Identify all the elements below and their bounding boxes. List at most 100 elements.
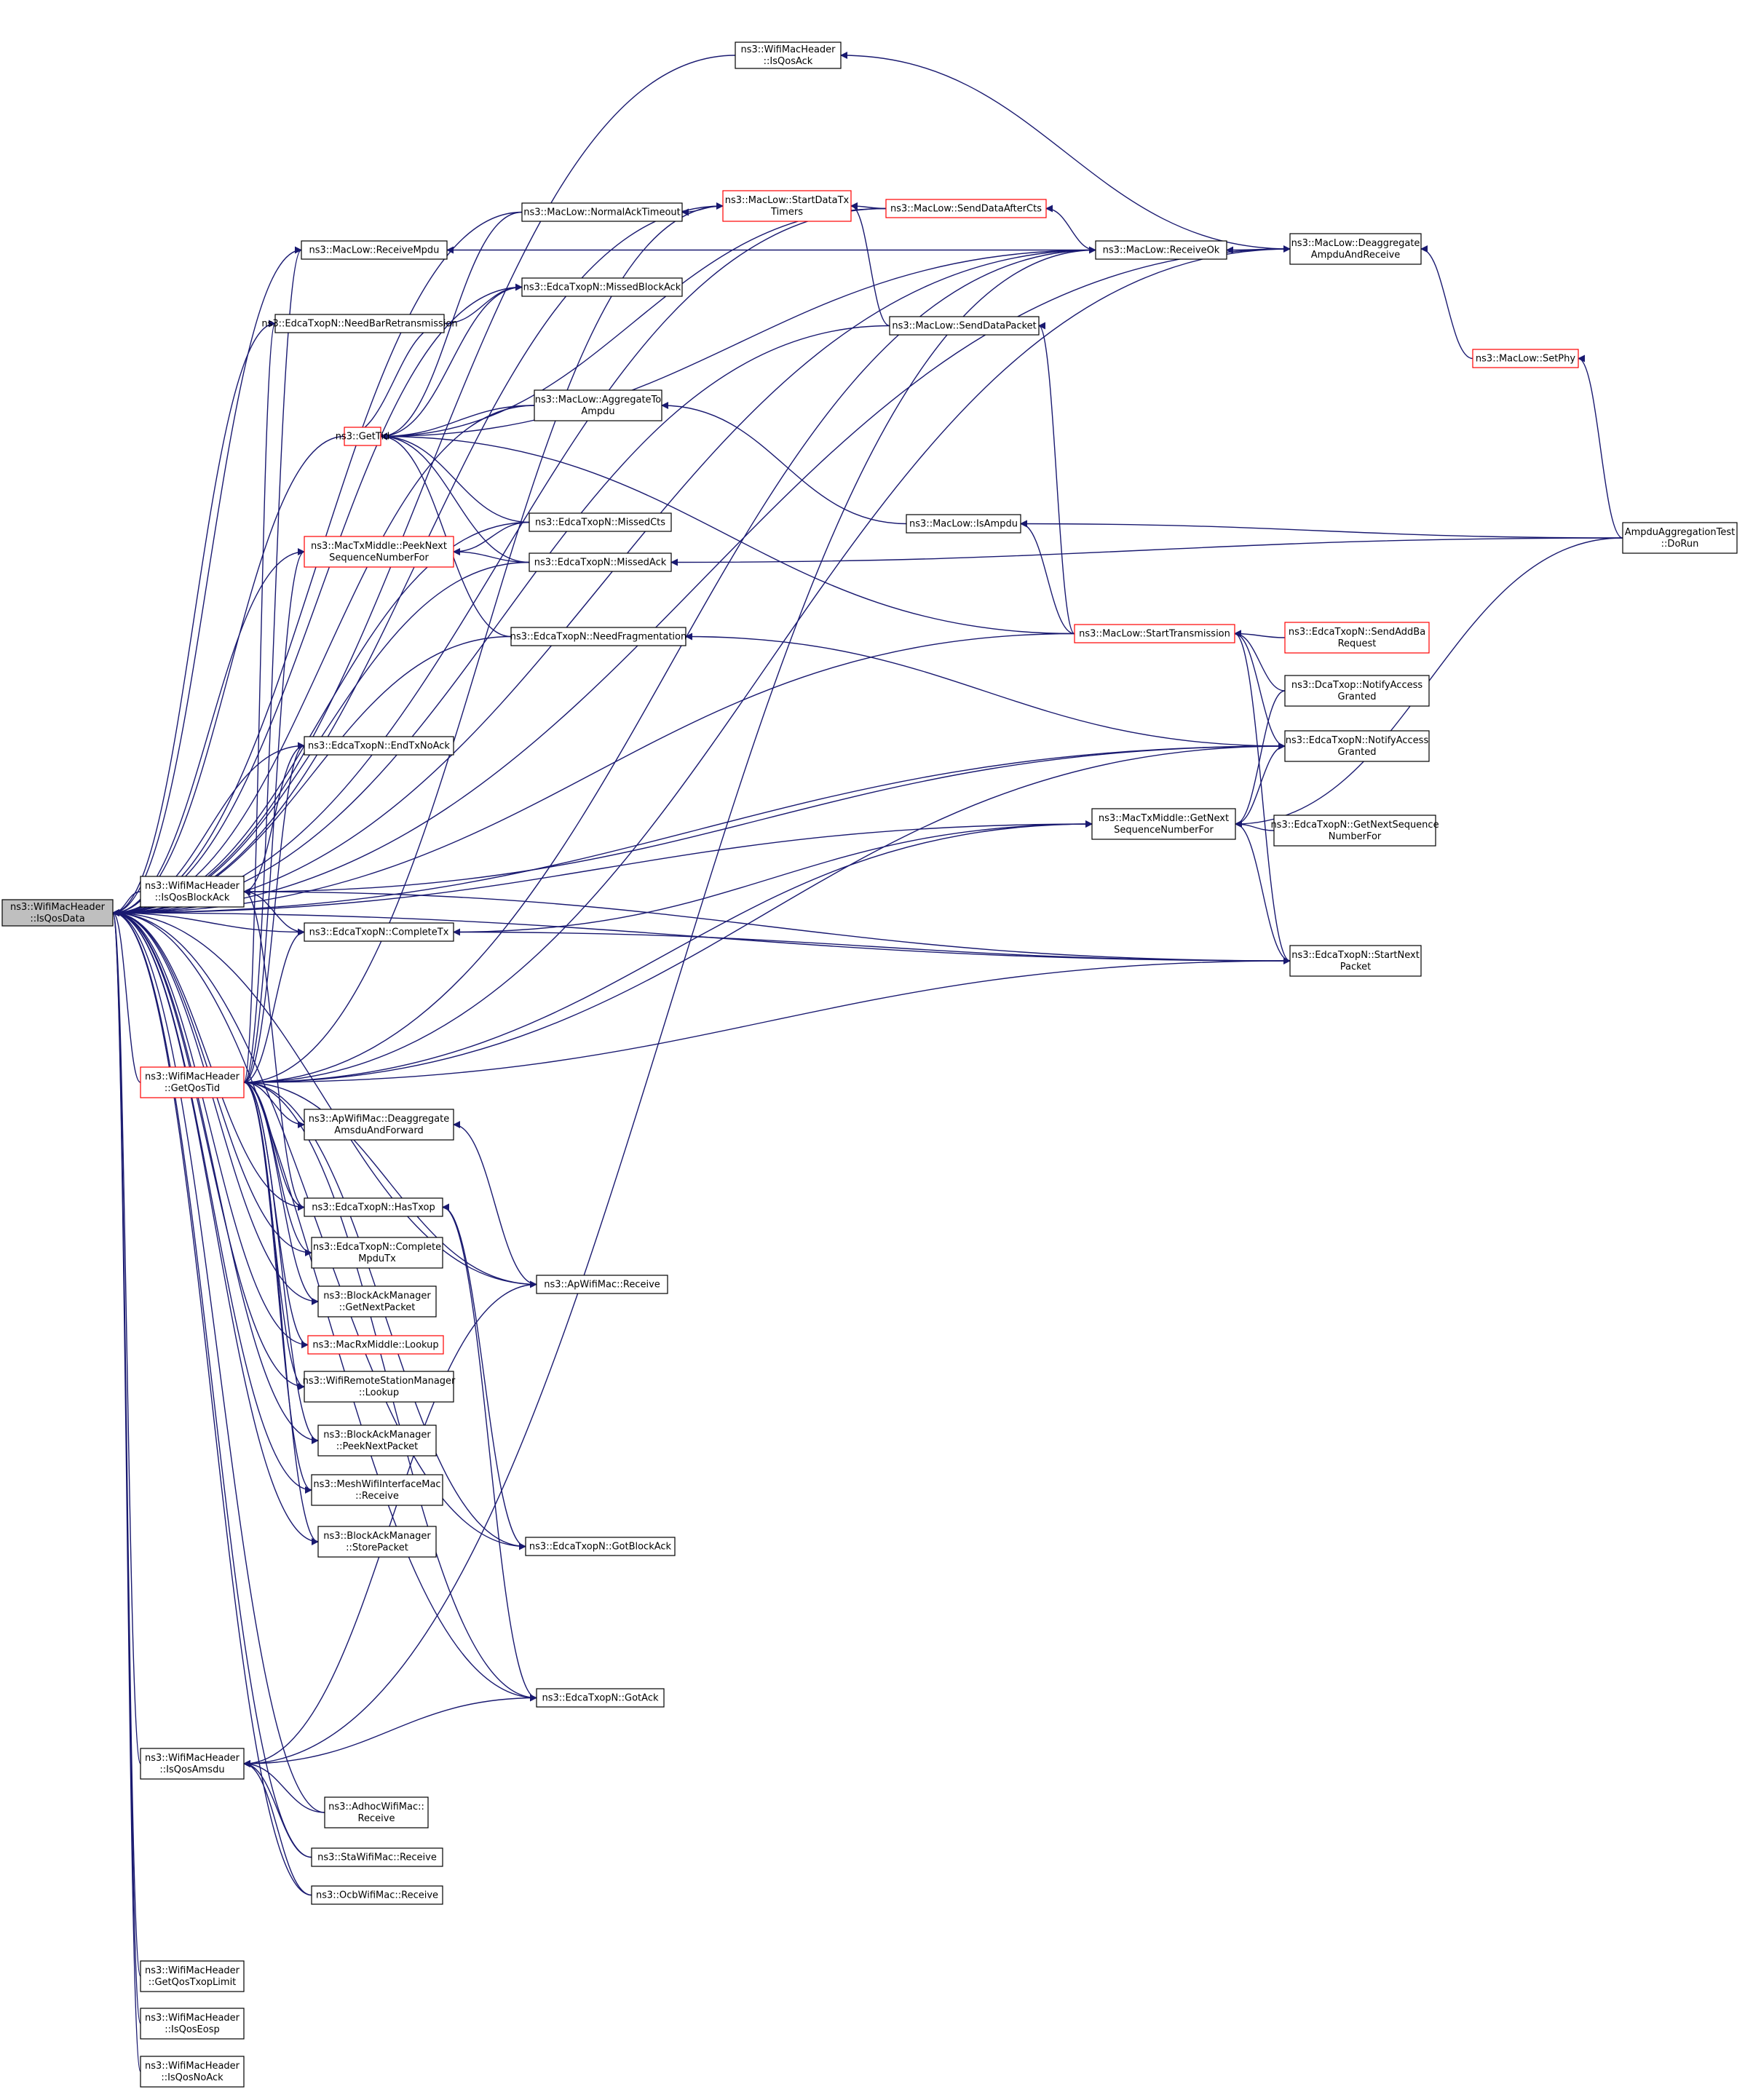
node-label: ::IsQosAmsdu	[159, 1764, 224, 1775]
node-missedack[interactable]: ns3::EdcaTxopN::MissedAck	[529, 552, 672, 572]
edge-deaggregate-to-isqosack	[840, 52, 1291, 250]
node-box	[735, 41, 842, 69]
node-label: ::IsQosAck	[764, 56, 813, 67]
node-receivempdu[interactable]: ns3::MacLow::ReceiveMpdu	[301, 240, 448, 260]
node-isampdu[interactable]: ns3::MacLow::IsAmpdu	[906, 514, 1021, 534]
node-senddatapacket[interactable]: ns3::MacLow::SendDataPacket	[889, 316, 1040, 336]
edge-apreceive-to-isqosdata	[112, 909, 537, 1285]
node-gotblockack[interactable]: ns3::EdcaTxopN::GotBlockAck	[525, 1537, 676, 1556]
edge-completetx-to-isqosdata	[112, 909, 305, 933]
edge-peeknextseq-to-isqosdata	[112, 551, 305, 916]
node-needbarretrans[interactable]: ns3::EdcaTxopN::NeedBarRetransmission	[261, 314, 458, 333]
node-box	[304, 1109, 454, 1141]
edge-getqostid-to-startdatatx	[243, 202, 724, 1083]
node-senddataaftercts[interactable]: ns3::MacLow::SendDataAfterCts	[885, 199, 1047, 218]
node-starttrans[interactable]: ns3::MacLow::StartTransmission	[1074, 624, 1235, 643]
node-apreceive[interactable]: ns3::ApWifiMac::Receive	[536, 1275, 668, 1294]
node-isqoseosp[interactable]: ns3::WifiMacHeader::IsQosEosp	[140, 2008, 245, 2040]
node-label: ns3::EdcaTxopN::SendAddBa	[1289, 627, 1425, 638]
node-label: ns3::DcaTxop::NotifyAccess	[1291, 680, 1423, 691]
node-bamgetnextpacket[interactable]: ns3::BlockAckManager::GetNextPacket	[317, 1285, 437, 1318]
node-receiveok[interactable]: ns3::MacLow::ReceiveOk	[1095, 240, 1227, 260]
edge-ampdutest-to-missedack	[670, 537, 1623, 566]
node-bamstore[interactable]: ns3::BlockAckManager::StorePacket	[317, 1526, 437, 1558]
edge-needbarretrans-to-gettid	[344, 322, 445, 440]
edge-completetx-to-getnextseq	[453, 820, 1093, 933]
node-adhocreceive[interactable]: ns3::AdhocWifiMac::Receive	[324, 1796, 429, 1828]
edge-apreceive-to-isqosamsdu	[243, 1283, 537, 1767]
node-gotack[interactable]: ns3::EdcaTxopN::GotAck	[536, 1688, 665, 1708]
node-isqosnoack[interactable]: ns3::WifiMacHeader::IsQosNoAck	[140, 2056, 245, 2088]
node-box	[1472, 349, 1579, 368]
node-label: ns3::WifiMacHeader	[145, 1965, 240, 1976]
node-setphy[interactable]: ns3::MacLow::SetPhy	[1472, 349, 1579, 368]
node-label: Granted	[1338, 747, 1377, 758]
node-label: ns3::MacLow::SetPhy	[1476, 354, 1575, 365]
node-isqosblockack[interactable]: ns3::WifiMacHeader::IsQosBlockAck	[140, 876, 245, 908]
edge-edcanotify-to-getnextseq	[1235, 745, 1286, 828]
edge-getnextseq-to-isqosdata	[112, 823, 1093, 916]
node-label: ns3::WifiMacHeader	[145, 881, 240, 892]
node-stareceive[interactable]: ns3::StaWifiMac::Receive	[311, 1847, 443, 1867]
edge-bampeeknext-to-isqosdata	[112, 909, 319, 1441]
node-box	[324, 1796, 429, 1828]
node-completetx[interactable]: ns3::EdcaTxopN::CompleteTx	[304, 922, 454, 942]
node-gettid[interactable]: ns3::GetTid	[336, 427, 390, 446]
node-missedblockack[interactable]: ns3::EdcaTxopN::MissedBlockAck	[521, 277, 683, 297]
node-needfrag[interactable]: ns3::EdcaTxopN::NeedFragmentation	[510, 627, 686, 646]
node-normalacktimeout[interactable]: ns3::MacLow::NormalAckTimeout	[521, 202, 683, 222]
node-getqostid[interactable]: ns3::WifiMacHeader::GetQosTid	[140, 1066, 245, 1098]
node-hastxop[interactable]: ns3::EdcaTxopN::HasTxop	[304, 1197, 443, 1217]
node-label: ns3::WifiMacHeader	[145, 1753, 240, 1764]
node-box	[140, 1960, 245, 1992]
node-getqostxoplimit[interactable]: ns3::WifiMacHeader::GetQosTxopLimit	[140, 1960, 245, 1992]
edge-getqostid-to-meshreceive	[243, 1082, 312, 1494]
node-apdeaggregate[interactable]: ns3::ApWifiMac::DeaggregateAmsduAndForwa…	[304, 1109, 454, 1141]
edge-normalacktimeout-to-gettid	[380, 211, 523, 440]
node-box	[317, 1526, 437, 1558]
edge-senddatapacket-to-isqosdata	[112, 325, 890, 916]
edge-startnextpacket-to-starttrans	[1234, 630, 1291, 962]
node-ocbreceive[interactable]: ns3::OcbWifiMac::Receive	[311, 1885, 443, 1905]
edge-receiveok-to-gettid	[380, 249, 1096, 440]
edge-gotblockack-to-hastxop	[442, 1203, 526, 1548]
edge-missedblockack-to-gettid	[380, 286, 523, 440]
node-getnextseq[interactable]: ns3::MacTxMiddle::GetNextSequenceNumberF…	[1091, 808, 1236, 840]
edge-missedblockack-to-isqosdata	[112, 286, 523, 916]
node-wrsmlookup[interactable]: ns3::WifiRemoteStationManager::Lookup	[303, 1371, 456, 1403]
node-box	[1289, 233, 1422, 265]
node-box	[536, 1688, 665, 1708]
edge-ampdutest-to-setphy	[1578, 354, 1623, 539]
node-meshreceive[interactable]: ns3::MeshWifiInterfaceMac::Receive	[311, 1474, 443, 1506]
node-ampdutest[interactable]: AmpduAggregationTest::DoRun	[1622, 522, 1738, 554]
node-label: ns3::MacLow::NormalAckTimeout	[523, 207, 681, 218]
node-isqosdata[interactable]: ns3::WifiMacHeader::IsQosData	[1, 899, 114, 927]
edge-aggregatetoampdu-to-gettid	[380, 405, 535, 440]
node-peeknextseq[interactable]: ns3::MacTxMiddle::PeekNextSequenceNumber…	[304, 536, 454, 568]
node-box	[317, 1425, 437, 1457]
edge-getqostid-to-hastxop	[243, 1082, 305, 1211]
edge-aggregatetoampdu-to-isqosdata	[112, 405, 535, 916]
node-label: ns3::ApWifiMac::Deaggregate	[309, 1114, 450, 1125]
node-missedcts[interactable]: ns3::EdcaTxopN::MissedCts	[529, 512, 672, 532]
node-label: ns3::MacLow::IsAmpdu	[909, 519, 1018, 530]
node-box	[534, 389, 662, 421]
node-label: Granted	[1338, 692, 1377, 702]
node-bampeeknext[interactable]: ns3::BlockAckManager::PeekNextPacket	[317, 1425, 437, 1457]
node-endtxnoack[interactable]: ns3::EdcaTxopN::EndTxNoAck	[304, 736, 454, 756]
node-label: ns3::MacLow::ReceiveOk	[1103, 245, 1220, 256]
node-isqosamsdu[interactable]: ns3::WifiMacHeader::IsQosAmsdu	[140, 1748, 245, 1780]
node-isqosack[interactable]: ns3::WifiMacHeader::IsQosAck	[735, 41, 842, 69]
node-macrxlookup[interactable]: ns3::MacRxMiddle::Lookup	[307, 1335, 444, 1355]
node-label: SequenceNumberFor	[329, 552, 429, 563]
